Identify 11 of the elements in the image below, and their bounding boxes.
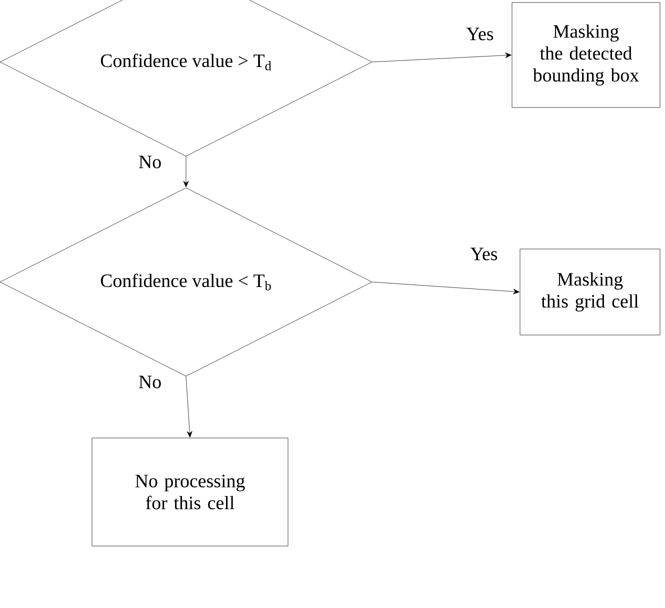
- edge-label: No: [137, 374, 163, 390]
- edge-label: Yes: [469, 246, 499, 262]
- arrow: [186, 376, 192, 438]
- process-box: Masking this grid cell: [520, 248, 660, 336]
- process-box: No processing for this cell: [92, 438, 288, 546]
- edge-label: No: [137, 154, 163, 170]
- process-box: Masking the detected bounding box: [512, 2, 660, 108]
- edge-label: Yes: [465, 26, 495, 42]
- arrow: [372, 282, 520, 294]
- arrow: [372, 52, 512, 62]
- arrow: [183, 156, 189, 188]
